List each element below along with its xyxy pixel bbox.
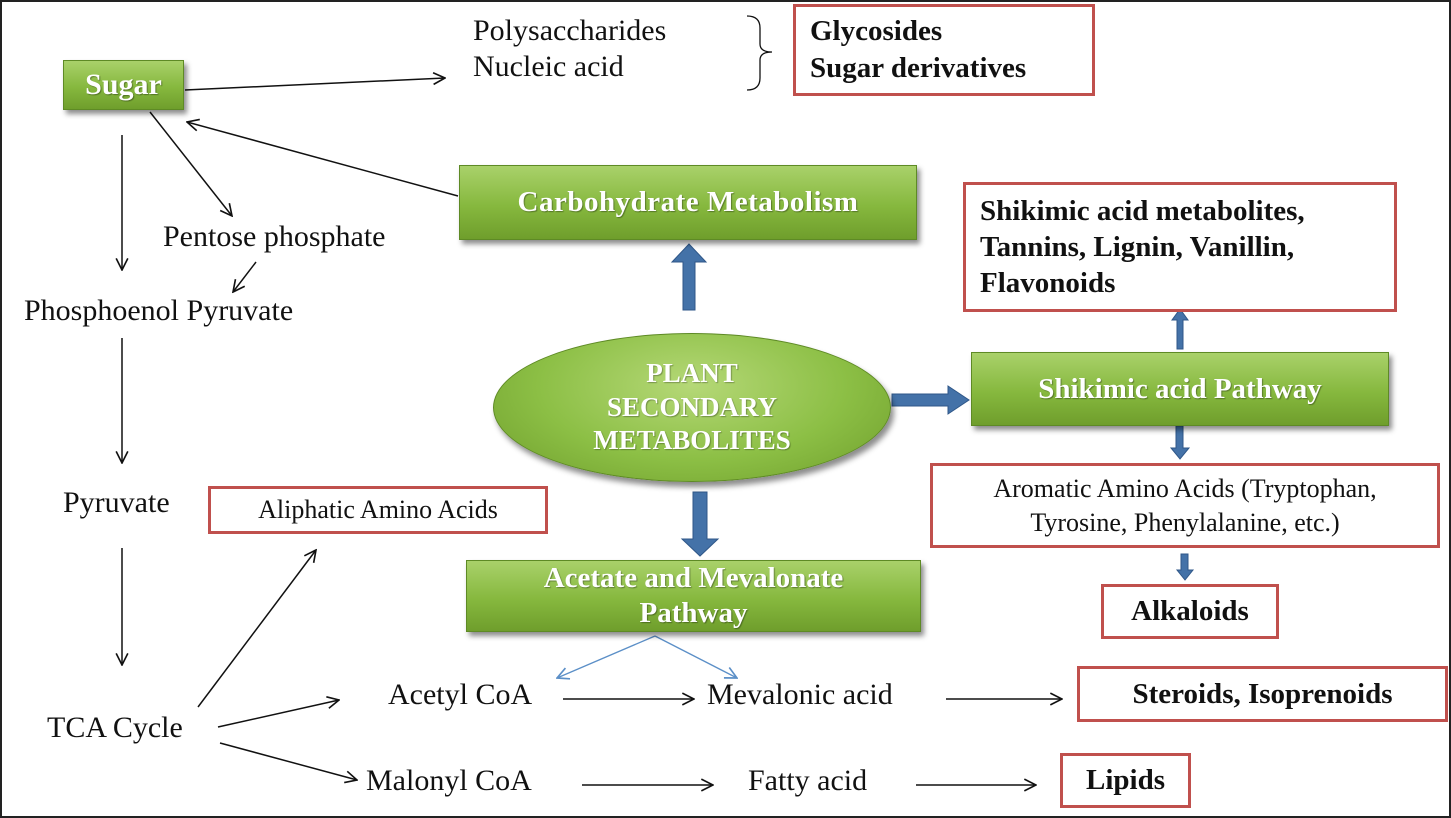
sugar-derivatives-label: Sugar derivatives: [810, 52, 1027, 84]
block-arrow-right: [891, 385, 970, 415]
block-arrow-up: [670, 243, 708, 311]
small-arrow-up-shikimic: [1171, 308, 1189, 350]
glycosides-label: Glycosides: [810, 15, 943, 47]
plant-secondary-metabolites-ellipse: PLANT SECONDARY METABOLITES: [493, 333, 891, 482]
arrow-acetate-to-acetyl: [557, 635, 656, 678]
carbohydrate-metabolism-label: Carbohydrate Metabolism: [517, 186, 859, 218]
shikimic-metabolites-box: Shikimic acid metabolites, Tannins, Lign…: [963, 182, 1397, 312]
polysaccharides-label: Polysaccharides: [473, 14, 667, 47]
arrow-sugar-to-polysaccharides: [184, 78, 445, 91]
shikimic-pathway-label: Shikimic acid Pathway: [1038, 372, 1322, 405]
glycosides-box: Glycosides Sugar derivatives: [793, 4, 1095, 96]
shikimic-metabolites-line3: Flavonoids: [980, 267, 1116, 299]
arrow-carbohydrate-to-sugar: [187, 122, 459, 197]
malonyl-coa-label: Malonyl CoA: [366, 764, 532, 797]
shikimic-pathway-box: Shikimic acid Pathway: [971, 352, 1389, 426]
sugar-label: Sugar: [85, 68, 162, 101]
tca-cycle-label: TCA Cycle: [47, 711, 183, 744]
aromatic-line1: Aromatic Amino Acids (Tryptophan,: [993, 473, 1377, 503]
steroids-isoprenoids-box: Steroids, Isoprenoids: [1077, 666, 1448, 722]
mevalonic-acid-label: Mevalonic acid: [707, 678, 893, 711]
aliphatic-amino-acids-box: Aliphatic Amino Acids: [208, 486, 548, 534]
nucleic-acid-label: Nucleic acid: [473, 50, 624, 83]
center-label: PLANT SECONDARY METABOLITES: [593, 357, 791, 456]
carbohydrate-metabolism-box: Carbohydrate Metabolism: [459, 165, 917, 240]
lipids-box: Lipids: [1060, 753, 1191, 808]
fatty-acid-label: Fatty acid: [748, 764, 868, 797]
acetate-line2: Pathway: [639, 597, 748, 629]
alkaloids-label: Alkaloids: [1131, 595, 1249, 627]
acetyl-coa-label: Acetyl CoA: [388, 678, 533, 711]
block-arrow-down: [680, 491, 720, 557]
lipids-label: Lipids: [1086, 764, 1165, 796]
acetate-line1: Acetate and Mevalonate: [543, 562, 844, 594]
arrow-pentose-to-pep: [233, 261, 257, 292]
aliphatic-amino-acids-label: Aliphatic Amino Acids: [258, 495, 498, 524]
acetate-mevalonate-box: Acetate and Mevalonate Pathway: [466, 560, 921, 632]
arrow-tca-to-malonyl: [219, 742, 357, 780]
arrow-acetate-to-mevalonic: [654, 635, 737, 678]
pyruvate-label: Pyruvate: [63, 486, 170, 519]
small-arrow-down-alkaloids: [1175, 553, 1195, 581]
steroids-isoprenoids-label: Steroids, Isoprenoids: [1132, 677, 1393, 710]
arrow-sugar-to-pentose: [149, 111, 232, 216]
small-arrow-down-aromatic: [1169, 425, 1191, 460]
aromatic-amino-acids-box: Aromatic Amino Acids (Tryptophan, Tyrosi…: [930, 463, 1440, 548]
alkaloids-box: Alkaloids: [1101, 584, 1279, 639]
sugar-box: Sugar: [63, 60, 184, 110]
pentose-phosphate-label: Pentose phosphate: [163, 220, 386, 253]
shikimic-metabolites-line1: Shikimic acid metabolites,: [980, 195, 1305, 227]
arrow-tca-to-aliphatic: [197, 550, 316, 708]
arrow-tca-to-acetyl: [217, 700, 339, 728]
phosphoenol-pyruvate-label: Phosphoenol Pyruvate: [24, 294, 294, 327]
bracket: [746, 15, 773, 91]
shikimic-metabolites-line2: Tannins, Lignin, Vanillin,: [980, 231, 1295, 263]
aromatic-line2: Tyrosine, Phenylalanine, etc.): [1030, 507, 1340, 537]
